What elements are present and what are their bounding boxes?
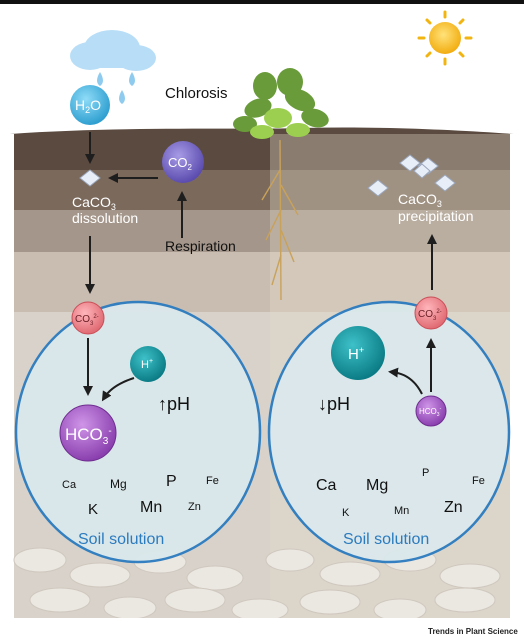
- left-nutrient-mn: Mn: [140, 499, 162, 516]
- caco3-dissolution-title: CaCO3: [72, 194, 116, 212]
- raindrops-icon: [97, 72, 135, 104]
- left-nutrient-mg: Mg: [110, 477, 127, 491]
- left-ph-label: ↑pH: [158, 394, 190, 414]
- h2o-tail: O: [90, 97, 101, 113]
- right-nutrients: Ca Mg P Fe K Mn Zn: [316, 467, 485, 519]
- right-nutrient-p: P: [422, 467, 429, 479]
- left-margin: [10, 134, 14, 640]
- svg-text:H+: H+: [348, 345, 364, 363]
- right-nutrient-fe: Fe: [472, 475, 485, 487]
- caco3-precipitation-subtitle: precipitation: [398, 208, 474, 224]
- left-h-plus-bubble: H+: [130, 346, 166, 382]
- left-nutrients: Ca Mg P Fe K Mn Zn: [62, 473, 219, 518]
- right-hco3-bubble: HCO3-: [415, 395, 447, 427]
- h2o-text: H: [75, 97, 85, 113]
- left-nutrient-ca: Ca: [62, 479, 77, 491]
- soil-layer-3: [10, 210, 514, 252]
- right-soil-solution-label: Soil solution: [343, 531, 429, 548]
- svg-text:CO32-: CO32-: [418, 309, 442, 322]
- caco3-precipitation-title: CaCO3: [398, 191, 442, 209]
- left-hco3-bubble: HCO3-: [59, 404, 117, 462]
- h2o-bubble: H2O: [70, 85, 110, 125]
- left-nutrient-p: P: [166, 473, 177, 490]
- co2-bubble: CO2: [162, 141, 204, 183]
- bottom-strip: [0, 618, 524, 640]
- svg-text:HCO3-: HCO3-: [419, 406, 442, 418]
- right-nutrient-ca: Ca: [316, 477, 337, 494]
- right-nutrient-zn: Zn: [444, 499, 463, 516]
- chlorosis-label: Chlorosis: [165, 85, 228, 102]
- caco3-crystal-icon: [79, 169, 101, 187]
- footer-credit: Trends in Plant Science: [428, 627, 518, 636]
- right-soil-solution-ellipse: [267, 300, 511, 564]
- plant-icon: [233, 68, 329, 301]
- co2-text: CO: [168, 155, 188, 170]
- svg-text:H+: H+: [141, 358, 153, 371]
- left-nutrient-zn: Zn: [188, 501, 201, 513]
- arrow-h-to-hco3: [101, 377, 135, 402]
- right-h-plus-bubble: H+: [331, 326, 385, 380]
- svg-text:H2O: H2O: [75, 97, 101, 115]
- left-soil-solution-ellipse: [14, 300, 262, 564]
- right-nutrient-mg: Mg: [366, 477, 388, 494]
- right-ph-label: ↓pH: [318, 394, 350, 414]
- left-soil-solution-label: Soil solution: [78, 531, 164, 548]
- caco3-dissolution-subtitle: dissolution: [72, 210, 138, 226]
- right-co3-bubble: CO32-: [414, 296, 448, 330]
- arrow-hco3-to-h: [388, 367, 423, 395]
- svg-text:CO32-: CO32-: [75, 314, 99, 327]
- left-co3-bubble: CO32-: [71, 301, 105, 335]
- caco3-precipitation-crystals-icon: [367, 154, 456, 197]
- respiration-label: Respiration: [165, 238, 236, 254]
- right-nutrient-k: K: [342, 507, 350, 519]
- svg-text:CO2: CO2: [168, 155, 193, 172]
- left-margin-outer: [0, 134, 10, 640]
- svg-text:HCO3-: HCO3-: [65, 425, 112, 447]
- top-border: [0, 0, 524, 4]
- co2-subscript: 2: [188, 163, 193, 172]
- cloud-icon: [70, 30, 156, 71]
- left-nutrient-fe: Fe: [206, 475, 219, 487]
- left-nutrient-k: K: [88, 501, 98, 518]
- right-nutrient-mn: Mn: [394, 505, 409, 517]
- h2o-subscript: 2: [85, 105, 90, 115]
- right-margin: [510, 134, 524, 640]
- sun-icon: [417, 10, 473, 66]
